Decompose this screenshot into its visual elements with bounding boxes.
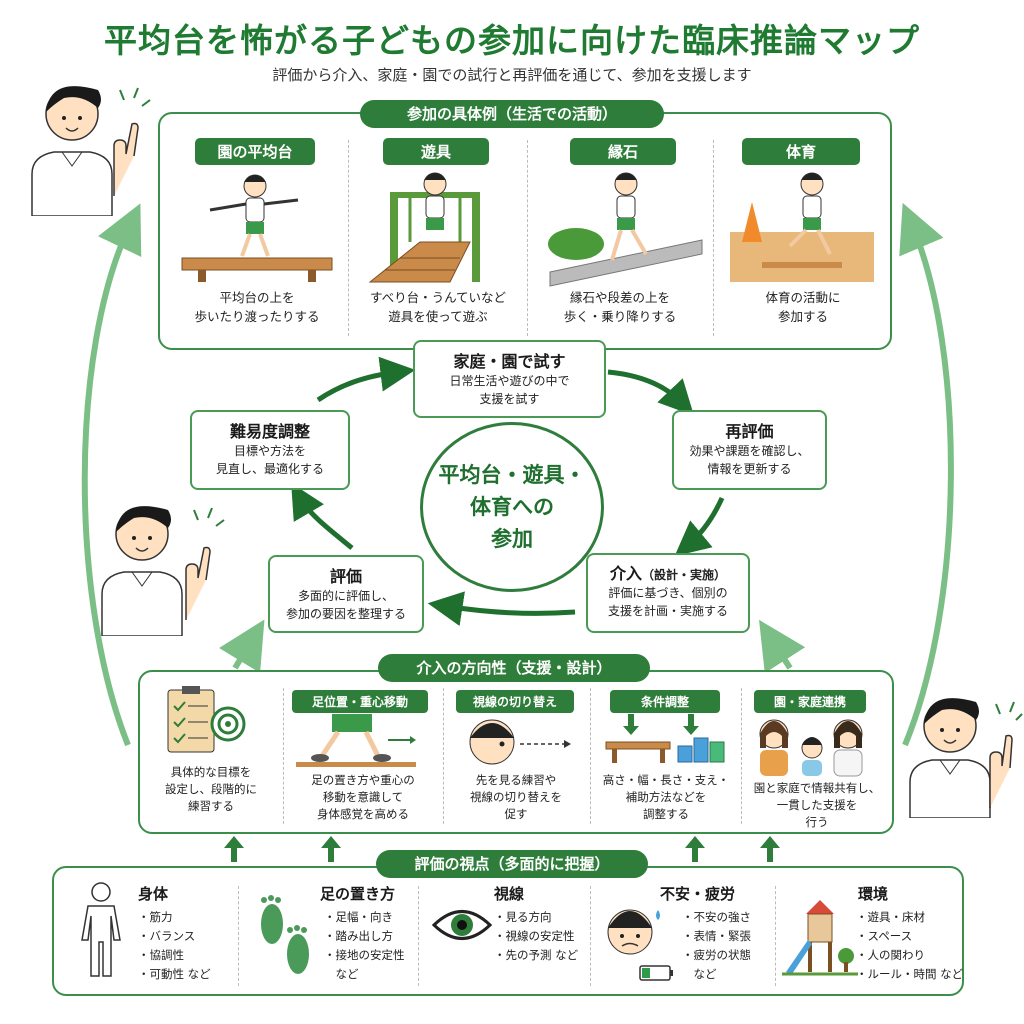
cycle-try-box: 家庭・園で試す 日常生活や遊びの中で支援を試す <box>413 340 606 418</box>
eye-icon <box>431 910 493 940</box>
playground-env-icon <box>782 900 858 976</box>
footprints-icon <box>261 895 309 974</box>
intervention-caption-gaze: 先を見る練習や視線の切り替えを促す <box>470 773 562 821</box>
cycle-adjust-title: 難易度調整 <box>229 422 310 441</box>
anxious-face-icon <box>607 909 673 981</box>
eval-anxiety-list: ・不安の強さ・表情・緊張・疲労の状態 など <box>682 910 751 981</box>
cycle-intervention-box: 介入（設計・実施） 評価に基づき、個別の支援を計画・実施する <box>586 553 750 633</box>
pe-illustration <box>730 172 874 282</box>
eval-body-title: 身体 <box>138 885 169 903</box>
example-tag-pe: 体育 <box>742 138 860 165</box>
intervention-tag-collab: 園・家庭連携 <box>754 690 866 713</box>
page-subtitle: 評価から介入、家庭・園での試行と再評価を通じて、参加を支援します <box>272 66 752 84</box>
outer-right-arrow <box>899 202 954 747</box>
body-outline-icon <box>81 882 121 977</box>
therapist-character-top-left <box>31 86 151 216</box>
bottom-up-arrows <box>224 836 780 862</box>
example-caption-playground: すべり台・うんていなど遊具を使って遊ぶ <box>369 290 506 324</box>
example-tag-playground: 遊具 <box>383 138 489 165</box>
intervention-caption-collab: 園と家庭で情報共有し、一貫した支援を行う <box>753 781 881 829</box>
eval-gaze-title: 視線 <box>494 885 525 903</box>
foot-position-illustration <box>296 714 416 767</box>
eval-env-title: 環境 <box>858 885 889 903</box>
curb-illustration <box>548 172 703 287</box>
example-caption-balance-beam: 平均台の上を歩いたり渡ったりする <box>194 290 320 324</box>
example-caption-pe: 体育の活動に参加する <box>765 290 841 324</box>
cycle-try-title: 家庭・園で試す <box>453 352 566 371</box>
balance-beam-illustration <box>181 174 333 282</box>
eval-gaze-list: ・見る方向・視線の安定性・先の予測 など <box>494 910 579 962</box>
cycle-reeval-box: 再評価 効果や課題を確認し、情報を更新する <box>672 410 827 490</box>
family-collab-illustration <box>759 719 863 777</box>
intervention-caption-foot: 足の置き方や重心の移動を意識して身体感覚を高める <box>311 773 415 821</box>
evaluation-header: 評価の視点（多面的に把握） <box>376 850 648 878</box>
cycle-center-circle: 平均台・遊具・ 体育への 参加 <box>420 422 604 592</box>
eval-env-list: ・遊具・床材・スペース・人の関わり・ルール・時間 など <box>856 910 964 981</box>
intervention-header: 介入の方向性（支援・設計） <box>378 654 650 682</box>
cycle-reeval-title: 再評価 <box>725 422 774 441</box>
intervention-tag-foot: 足位置・重心移動 <box>292 690 428 713</box>
eval-feet-title: 足の置き方 <box>320 885 396 903</box>
eval-anxiety-title: 不安・疲労 <box>660 885 736 903</box>
example-caption-curb: 縁石や段差の上を歩く・乗り降りする <box>563 290 677 324</box>
example-tag-curb: 縁石 <box>570 138 676 165</box>
goal-checklist-icon <box>167 686 246 753</box>
intervention-caption-conditions: 高さ・幅・長さ・支え・補助方法などを調整する <box>602 773 730 821</box>
example-tag-balance-beam: 園の平均台 <box>195 138 315 165</box>
cycle-evaluation-title: 評価 <box>329 567 362 586</box>
up-arrow-right <box>759 619 806 674</box>
up-arrow-left <box>219 619 265 673</box>
examples-header: 参加の具体例（生活での活動） <box>360 100 664 128</box>
intervention-caption-goal: 具体的な目標を設定し、段階的に練習する <box>165 765 257 813</box>
playground-illustration <box>368 172 480 283</box>
page-title: 平均台を怖がる子どもの参加に向けた臨床推論マップ <box>104 21 920 60</box>
therapist-character-right <box>909 698 1023 818</box>
intervention-tag-gaze: 視線の切り替え <box>456 690 574 713</box>
therapist-character-mid-left <box>101 506 225 636</box>
outer-left-arrow <box>81 203 142 747</box>
cycle-adjust-box: 難易度調整 目標や方法を見直し、最適化する <box>190 410 350 490</box>
intervention-tag-conditions: 条件調整 <box>610 690 720 713</box>
gaze-shift-illustration <box>469 719 571 765</box>
eval-body-list: ・筋力・バランス・協調性・可動性 など <box>138 910 211 981</box>
conditions-illustration <box>605 714 725 763</box>
eval-feet-list: ・足幅・向き・踏み出し方・接地の安定性 など <box>324 910 405 981</box>
cycle-intervention-title: 介入 <box>609 564 642 583</box>
cycle-evaluation-box: 評価 多面的に評価し、参加の要因を整理する <box>268 555 424 633</box>
